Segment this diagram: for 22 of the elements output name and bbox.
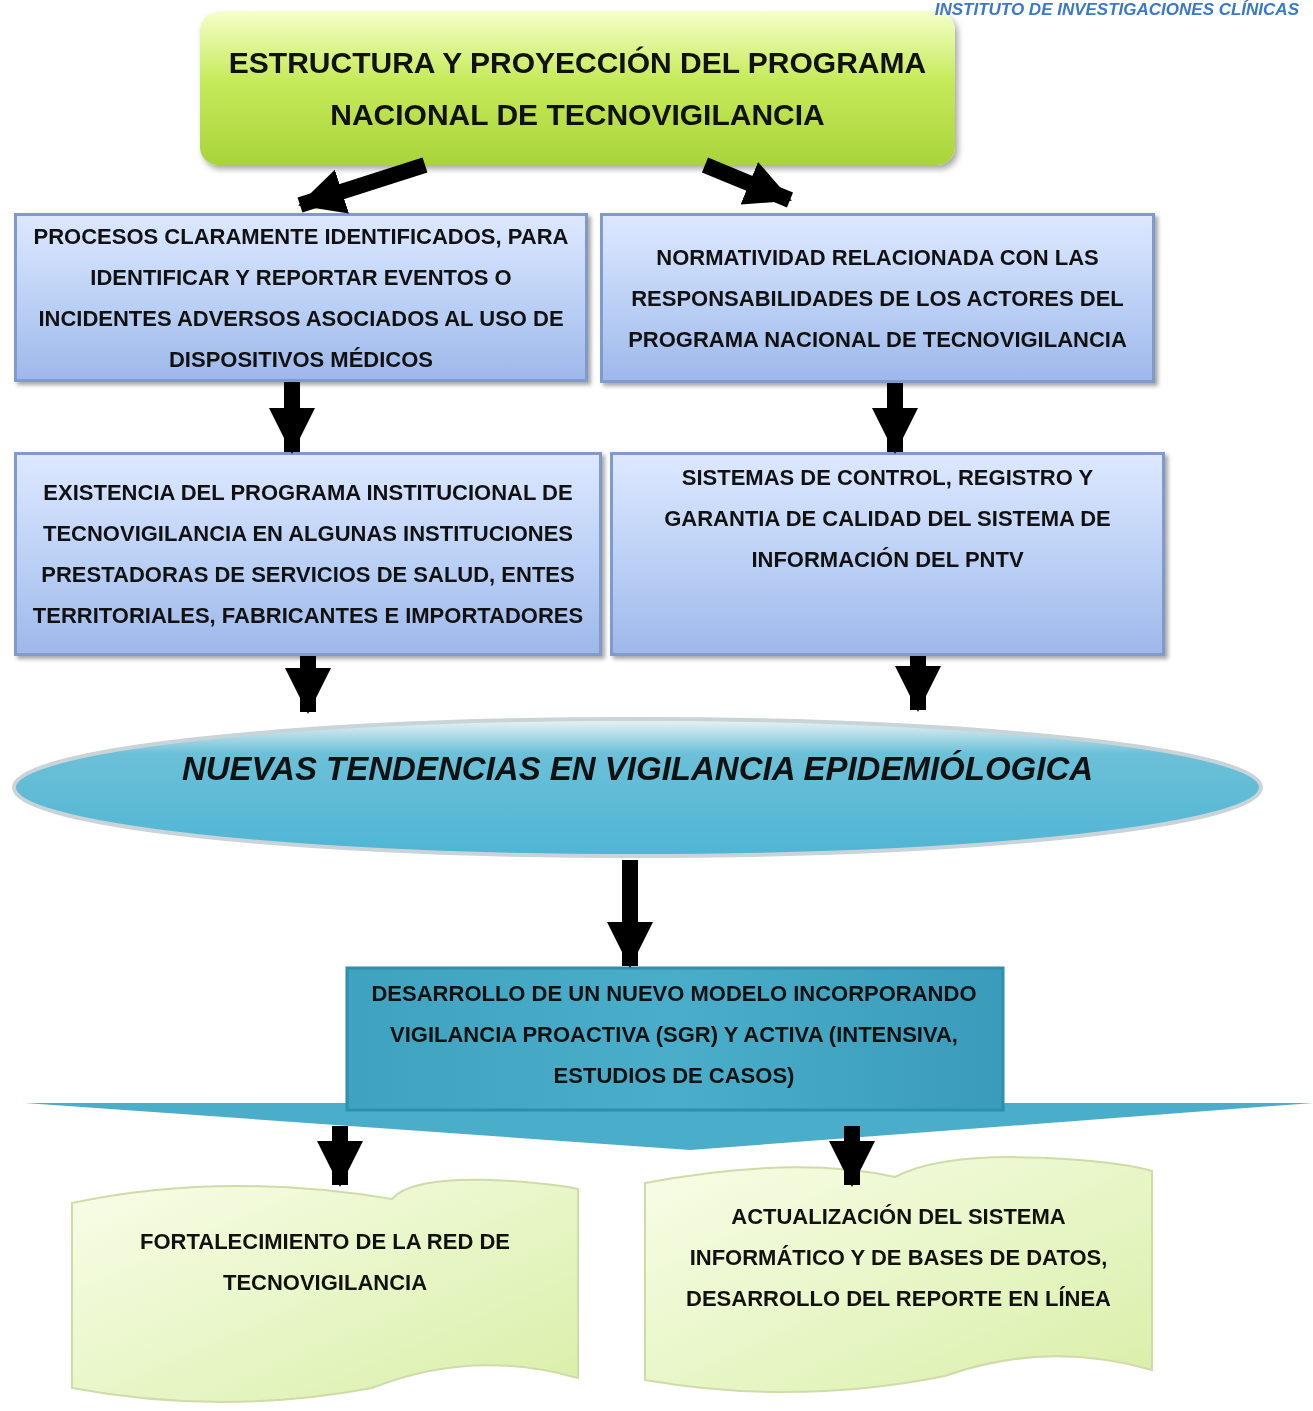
process-box <box>14 452 602 656</box>
node-text: ACTUALIZACIÓN DEL SISTEMA INFORMÁTICO Y DE BASES DE DATOS, DESARROLLO DEL REPORTE EN LÍNEA <box>685 1203 1112 1313</box>
ellipse-shape <box>10 715 1265 860</box>
arrow <box>317 1126 363 1187</box>
arrow <box>607 860 653 968</box>
node-text: FORTALECIMIENTO DE LA RED DE TECNOVIGILANCIA <box>139 1227 511 1297</box>
process-box <box>14 213 588 382</box>
header-text: INSTITUTO DE INVESTIGACIONES CLÍNICAS <box>934 0 1299 20</box>
node-text: NUEVAS TENDENCIAS EN VIGILANCIA EPIDEMIÓLOGICA <box>181 749 1094 788</box>
process-box <box>600 213 1155 383</box>
arrow <box>872 383 918 454</box>
node-text: DESARROLLO DE UN NUEVO MODELO INCORPORANDO VIGILANCIA PROACTIVA (SGR) Y ACTIVA (INTENSIVA, ESTUDIOS DE CASOS) <box>370 979 978 1090</box>
node-text: PROCESOS CLARAMENTE IDENTIFICADOS, PARA IDENTIFICAR Y REPORTAR EVENTOS O INCIDENTES ADVERSOS ASOCIADOS AL USO DE DISPOSITIVOS MÉDICOS <box>32 222 570 374</box>
arrow <box>829 1126 875 1187</box>
node-text: ESTRUCTURA Y PROYECCIÓN DEL PROGRAMA NACIONAL DE TECNOVIGILANCIA <box>227 44 928 133</box>
node-text: SISTEMAS DE CONTROL, REGISTRO Y GARANTIA DE CALIDAD DEL SISTEMA DE INFORMACIÓN DEL PNTV <box>663 464 1112 574</box>
process-box <box>610 452 1165 656</box>
arrow <box>895 656 941 712</box>
node-text: NORMATIVIDAD RELACIONADA CON LAS RESPONSABILIDADES DE LOS ACTORES DEL PROGRAMA NACIONAL DE TECNOVIGILANCIA <box>627 243 1128 354</box>
arrow <box>269 382 315 454</box>
node-text: EXISTENCIA DEL PROGRAMA INSTITUCIONAL DE TECNOVIGILANCIA EN ALGUNAS INSTITUCIONES PRESTADORAS DE SERVICIOS DE SALUD, ENTES TERRITORIALES, FABRICANTES E IMPORTADORES <box>31 479 585 630</box>
arrow <box>285 656 331 714</box>
